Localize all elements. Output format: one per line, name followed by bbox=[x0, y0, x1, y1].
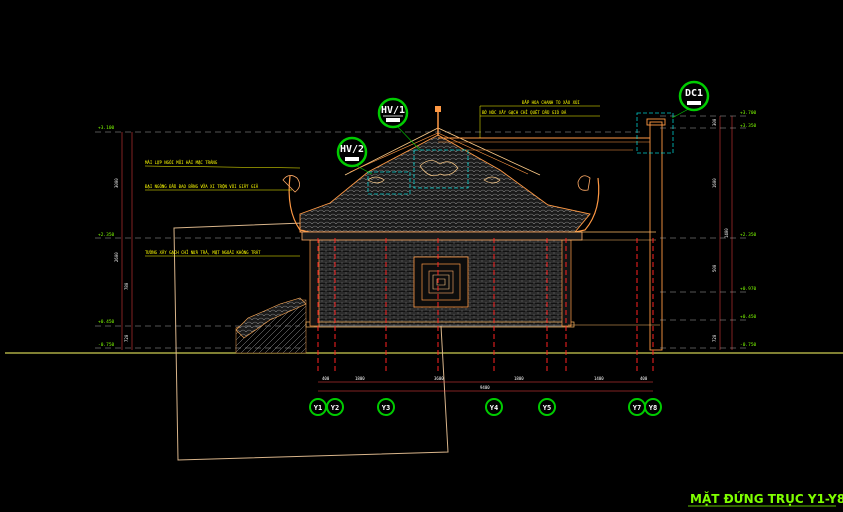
svg-text:3000: 3000 bbox=[114, 178, 119, 188]
axis-y4: Y4 bbox=[485, 398, 503, 416]
svg-text:720: 720 bbox=[712, 334, 717, 342]
note-roof-top-1: ĐẮP HOA CHANH TO XÀO XÚI bbox=[522, 100, 580, 105]
left-stair bbox=[235, 297, 307, 354]
column-centerlines bbox=[317, 238, 654, 372]
note-roof-top-2: BỜ NÓC XÂY GẠCH CHỈ QUÉT DẦU GIÓ ĐÁ bbox=[482, 110, 567, 115]
svg-text:+3.700: +3.700 bbox=[740, 110, 757, 116]
svg-text:Y8: Y8 bbox=[649, 404, 657, 412]
svg-text:300: 300 bbox=[712, 118, 717, 126]
svg-text:1400: 1400 bbox=[724, 228, 729, 238]
callout-dc1[interactable]: DC1 bbox=[678, 80, 710, 112]
main-roof bbox=[282, 127, 600, 241]
axis-y2: Y2 bbox=[326, 398, 344, 416]
note-left-2: ĐẠI NGỖNG ĐẦU ĐAO BẰNG VỮA XI TRỘN VÔI G… bbox=[145, 184, 259, 189]
svg-text:+3.350: +3.350 bbox=[740, 123, 757, 129]
dim-total: 9400 bbox=[480, 385, 490, 390]
svg-text:-0.750: -0.750 bbox=[740, 342, 757, 348]
dim-text-right: 300 1600 1400 500 720 bbox=[712, 118, 729, 342]
axis-y3: Y3 bbox=[377, 398, 395, 416]
note-left-1: MÁI LỢP NGÓI MŨI HÀI MẶC TRÁNG bbox=[145, 160, 218, 165]
svg-text:+3.100: +3.100 bbox=[98, 125, 115, 131]
svg-text:+2.350: +2.350 bbox=[98, 232, 115, 238]
svg-text:+0.450: +0.450 bbox=[98, 319, 115, 325]
center-ornament-panel bbox=[413, 256, 469, 308]
svg-text:Y3: Y3 bbox=[382, 404, 390, 412]
level-marks-left: +3.100 +2.350 +0.450 -0.750 bbox=[98, 125, 115, 348]
svg-text:Y7: Y7 bbox=[633, 404, 641, 412]
svg-text:720: 720 bbox=[124, 334, 129, 342]
callout-hv1[interactable]: HV/1 bbox=[377, 97, 409, 129]
svg-text:1600: 1600 bbox=[712, 178, 717, 188]
drawing-title: MẶT ĐỨNG TRỤC Y1-Y8 bbox=[690, 491, 843, 506]
axis-bubbles[interactable]: Y1 Y2 Y3 Y4 Y5 Y7 Y8 bbox=[309, 398, 662, 416]
level-marks-right: +3.700 +3.350 +2.350 +0.970 +0.450 -0.75… bbox=[740, 110, 757, 348]
detail-boxes bbox=[367, 112, 674, 195]
left-dimensions bbox=[95, 131, 640, 350]
right-side-section bbox=[438, 118, 666, 351]
svg-text:2600: 2600 bbox=[114, 252, 119, 262]
note-left-3: TƯỜNG XÂY GẠCH CHỈ NỬA TRÁ, MẶT NGOÀI KH… bbox=[145, 250, 261, 255]
svg-text:500: 500 bbox=[712, 264, 717, 272]
callout-dc1-label: DC1 bbox=[685, 88, 703, 99]
svg-text:1800: 1800 bbox=[514, 376, 524, 381]
svg-text:Y4: Y4 bbox=[490, 404, 498, 412]
callout-hv2[interactable]: HV/2 bbox=[336, 136, 368, 168]
svg-text:1400: 1400 bbox=[594, 376, 604, 381]
callout-hv1-label: HV/1 bbox=[381, 105, 405, 116]
axis-y1: Y1 bbox=[309, 398, 327, 416]
note-leaders bbox=[144, 105, 600, 257]
svg-text:400: 400 bbox=[322, 376, 330, 381]
svg-text:Y1: Y1 bbox=[314, 404, 322, 412]
finial-cap bbox=[435, 106, 441, 112]
base-plinth bbox=[305, 321, 575, 328]
svg-text:+0.450: +0.450 bbox=[740, 314, 757, 320]
svg-text:3600: 3600 bbox=[434, 376, 444, 381]
dim-text-bottom: 400 1800 3600 1800 1400 400 9400 bbox=[322, 376, 648, 390]
svg-text:+0.970: +0.970 bbox=[740, 286, 757, 292]
axis-y8: Y8 bbox=[644, 398, 662, 416]
right-dimensions bbox=[660, 115, 750, 350]
callout-hv2-label: HV/2 bbox=[340, 144, 364, 155]
svg-text:1800: 1800 bbox=[355, 376, 365, 381]
svg-text:+2.350: +2.350 bbox=[740, 232, 757, 238]
svg-text:-0.750: -0.750 bbox=[98, 342, 115, 348]
svg-text:780: 780 bbox=[124, 282, 129, 290]
axis-y7: Y7 bbox=[628, 398, 646, 416]
svg-text:Y2: Y2 bbox=[331, 404, 339, 412]
bottom-dimensions bbox=[318, 381, 653, 392]
dim-text-left: 3000 2600 780 720 bbox=[114, 178, 129, 342]
svg-text:400: 400 bbox=[640, 376, 648, 381]
axis-y5: Y5 bbox=[538, 398, 556, 416]
svg-text:Y5: Y5 bbox=[543, 404, 551, 412]
